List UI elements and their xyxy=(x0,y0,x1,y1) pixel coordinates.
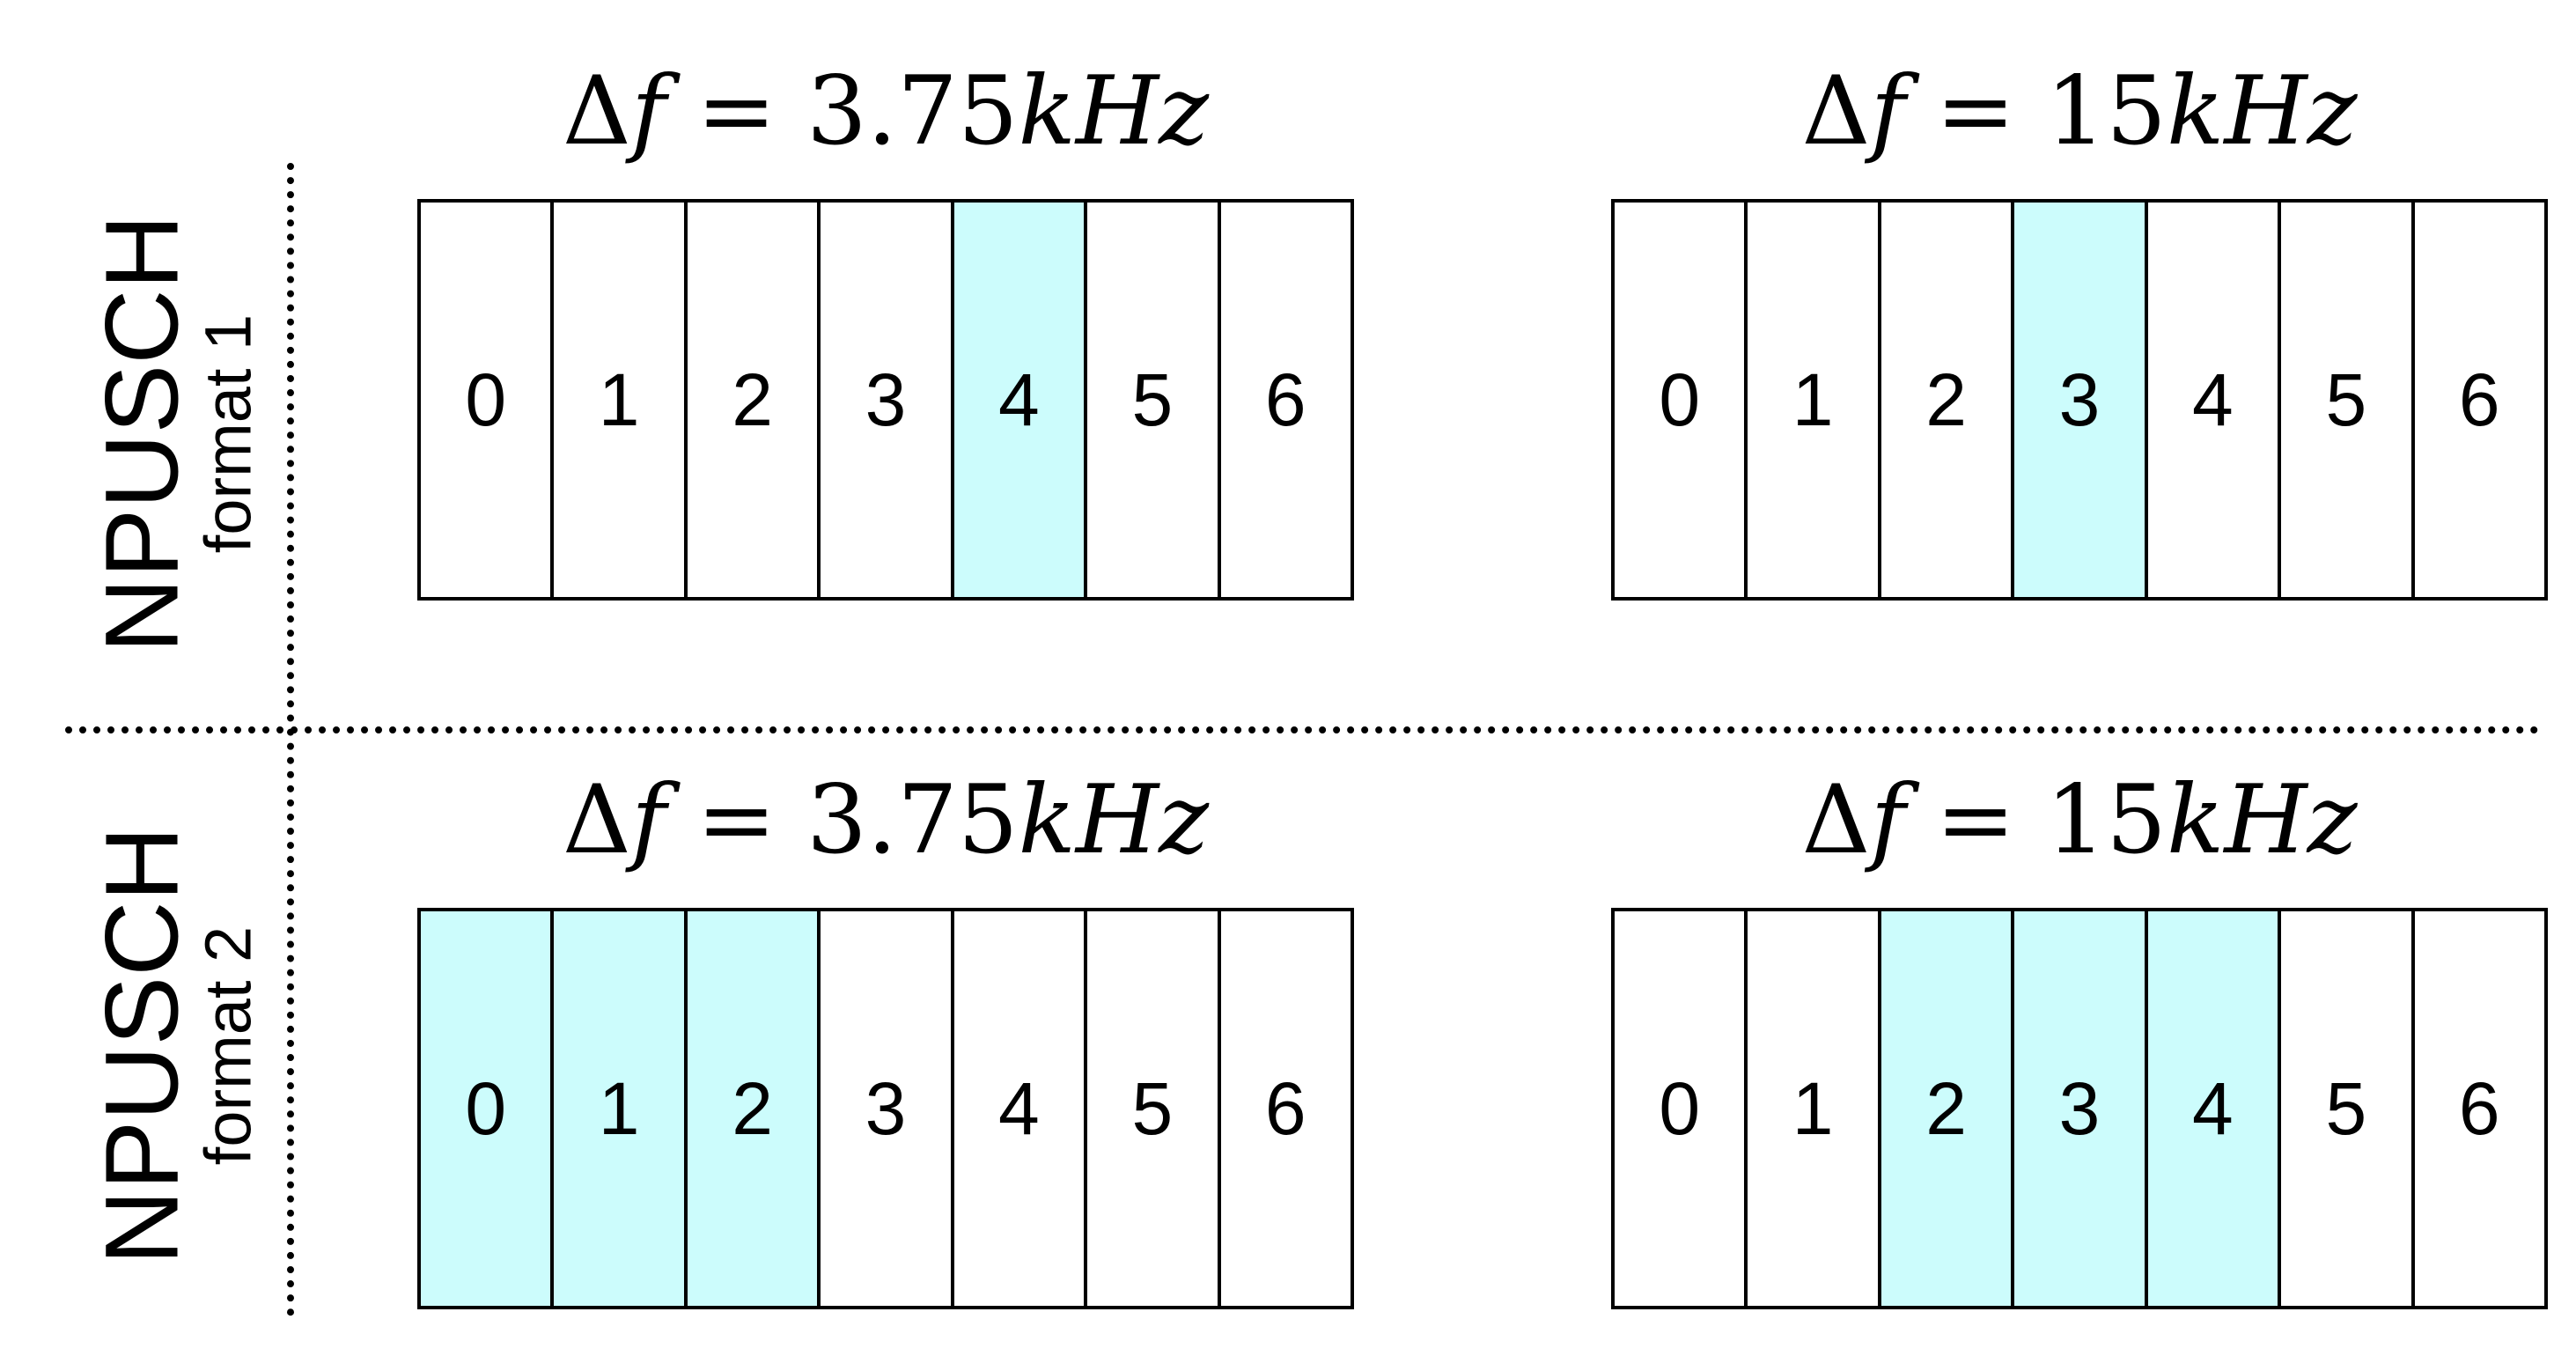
subcarrier-spacing-title: Δf = 3.75kHz xyxy=(562,765,1210,875)
subcarrier-cell: 6 xyxy=(2414,203,2544,597)
subcarrier-spacing-title: Δf = 15kHz xyxy=(1801,56,2358,166)
subcarrier-cell: 0 xyxy=(1615,911,1748,1306)
subcarrier-cell: 5 xyxy=(1087,203,1221,597)
subcarrier-cell: 2 xyxy=(687,203,821,597)
subcarrier-cell-allocated: 1 xyxy=(554,911,688,1306)
row-label-main: NPUSCH xyxy=(84,214,201,653)
subcarrier-cell: 4 xyxy=(953,911,1088,1306)
subcarrier-cell: 4 xyxy=(2147,203,2282,597)
vertical-dotted-separator xyxy=(287,163,294,1316)
subcarrier-cell: 2 xyxy=(1880,203,2015,597)
subcarrier-cell-allocated: 4 xyxy=(953,203,1088,597)
subcarrier-cell: 3 xyxy=(821,911,954,1306)
subcarrier-cell: 0 xyxy=(1615,203,1748,597)
subcarrier-cell: 1 xyxy=(554,203,688,597)
subcarrier-spacing-title: Δf = 3.75kHz xyxy=(562,56,1210,166)
subcarrier-cell-allocated: 3 xyxy=(2014,203,2148,597)
row-label-sub: format 2 xyxy=(191,925,265,1166)
subcarrier-cell: 5 xyxy=(1087,911,1221,1306)
subcarrier-cell-allocated: 4 xyxy=(2147,911,2282,1306)
subcarrier-cell-allocated: 2 xyxy=(1880,911,2015,1306)
row-label-format-1: NPUSCH format 1 xyxy=(85,214,265,652)
subcarrier-cell: 6 xyxy=(1220,911,1351,1306)
subcarrier-cell: 3 xyxy=(821,203,954,597)
subcarrier-cell-allocated: 3 xyxy=(2014,911,2148,1306)
subcarrier-cell: 0 xyxy=(421,203,555,597)
subcarrier-cell: 6 xyxy=(2414,911,2544,1306)
subcarrier-cell-allocated: 0 xyxy=(421,911,555,1306)
subcarrier-cell-allocated: 2 xyxy=(687,911,821,1306)
subcarrier-cell: 6 xyxy=(1220,203,1351,597)
row-label-format-2: NPUSCH format 2 xyxy=(85,826,265,1264)
row-label-sub: format 1 xyxy=(191,313,265,554)
horizontal-dotted-separator xyxy=(65,726,2539,733)
subcarrier-spacing-title: Δf = 15kHz xyxy=(1801,765,2358,875)
subcarrier-cell: 5 xyxy=(2281,203,2415,597)
subcarrier-cell: 1 xyxy=(1748,911,1881,1306)
row-label-main: NPUSCH xyxy=(84,826,201,1265)
subcarrier-cell: 1 xyxy=(1748,203,1881,597)
subcarrier-cell: 5 xyxy=(2281,911,2415,1306)
